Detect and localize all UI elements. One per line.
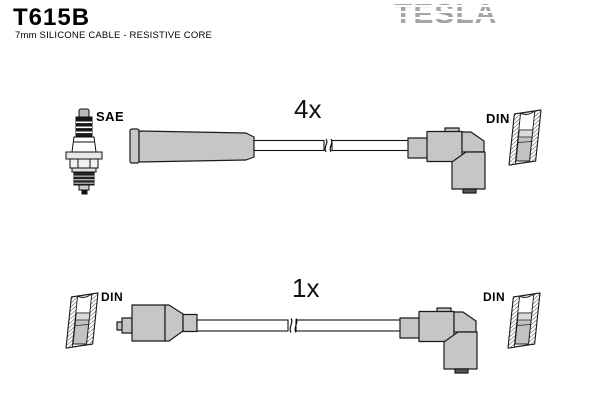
sae-terminal-label: SAE	[96, 109, 125, 124]
cable-top	[253, 138, 410, 153]
top-quantity-label: 4x	[294, 94, 322, 124]
elbow-boot-icon-top	[407, 127, 486, 194]
spark-plug-icon	[65, 108, 103, 195]
din-connector-icon-bottom-right	[507, 292, 541, 349]
din-terminal-label-bottom-right: DIN	[483, 290, 506, 304]
cable-break-icon	[324, 138, 333, 153]
elbow-boot-icon-bottom	[399, 307, 478, 374]
cable-break-icon	[289, 318, 298, 333]
din-terminal-label-top: DIN	[486, 111, 510, 126]
product-subtitle: 7mm SILICONE CABLE - RESISTIVE CORE	[15, 30, 213, 41]
tesla-logo: TESLA	[394, 1, 506, 31]
tesla-logo-stripes	[394, 1, 506, 31]
cable-bottom	[196, 318, 402, 333]
din-connector-icon-top-right	[508, 109, 542, 166]
distributor-boot-icon	[116, 304, 198, 342]
din-connector-icon-bottom-left	[65, 292, 99, 349]
din-terminal-label-bottom-left: DIN	[101, 290, 124, 304]
straight-boot-icon	[129, 128, 255, 164]
part-number: T615B	[13, 4, 91, 31]
bottom-quantity-label: 1x	[292, 273, 320, 303]
